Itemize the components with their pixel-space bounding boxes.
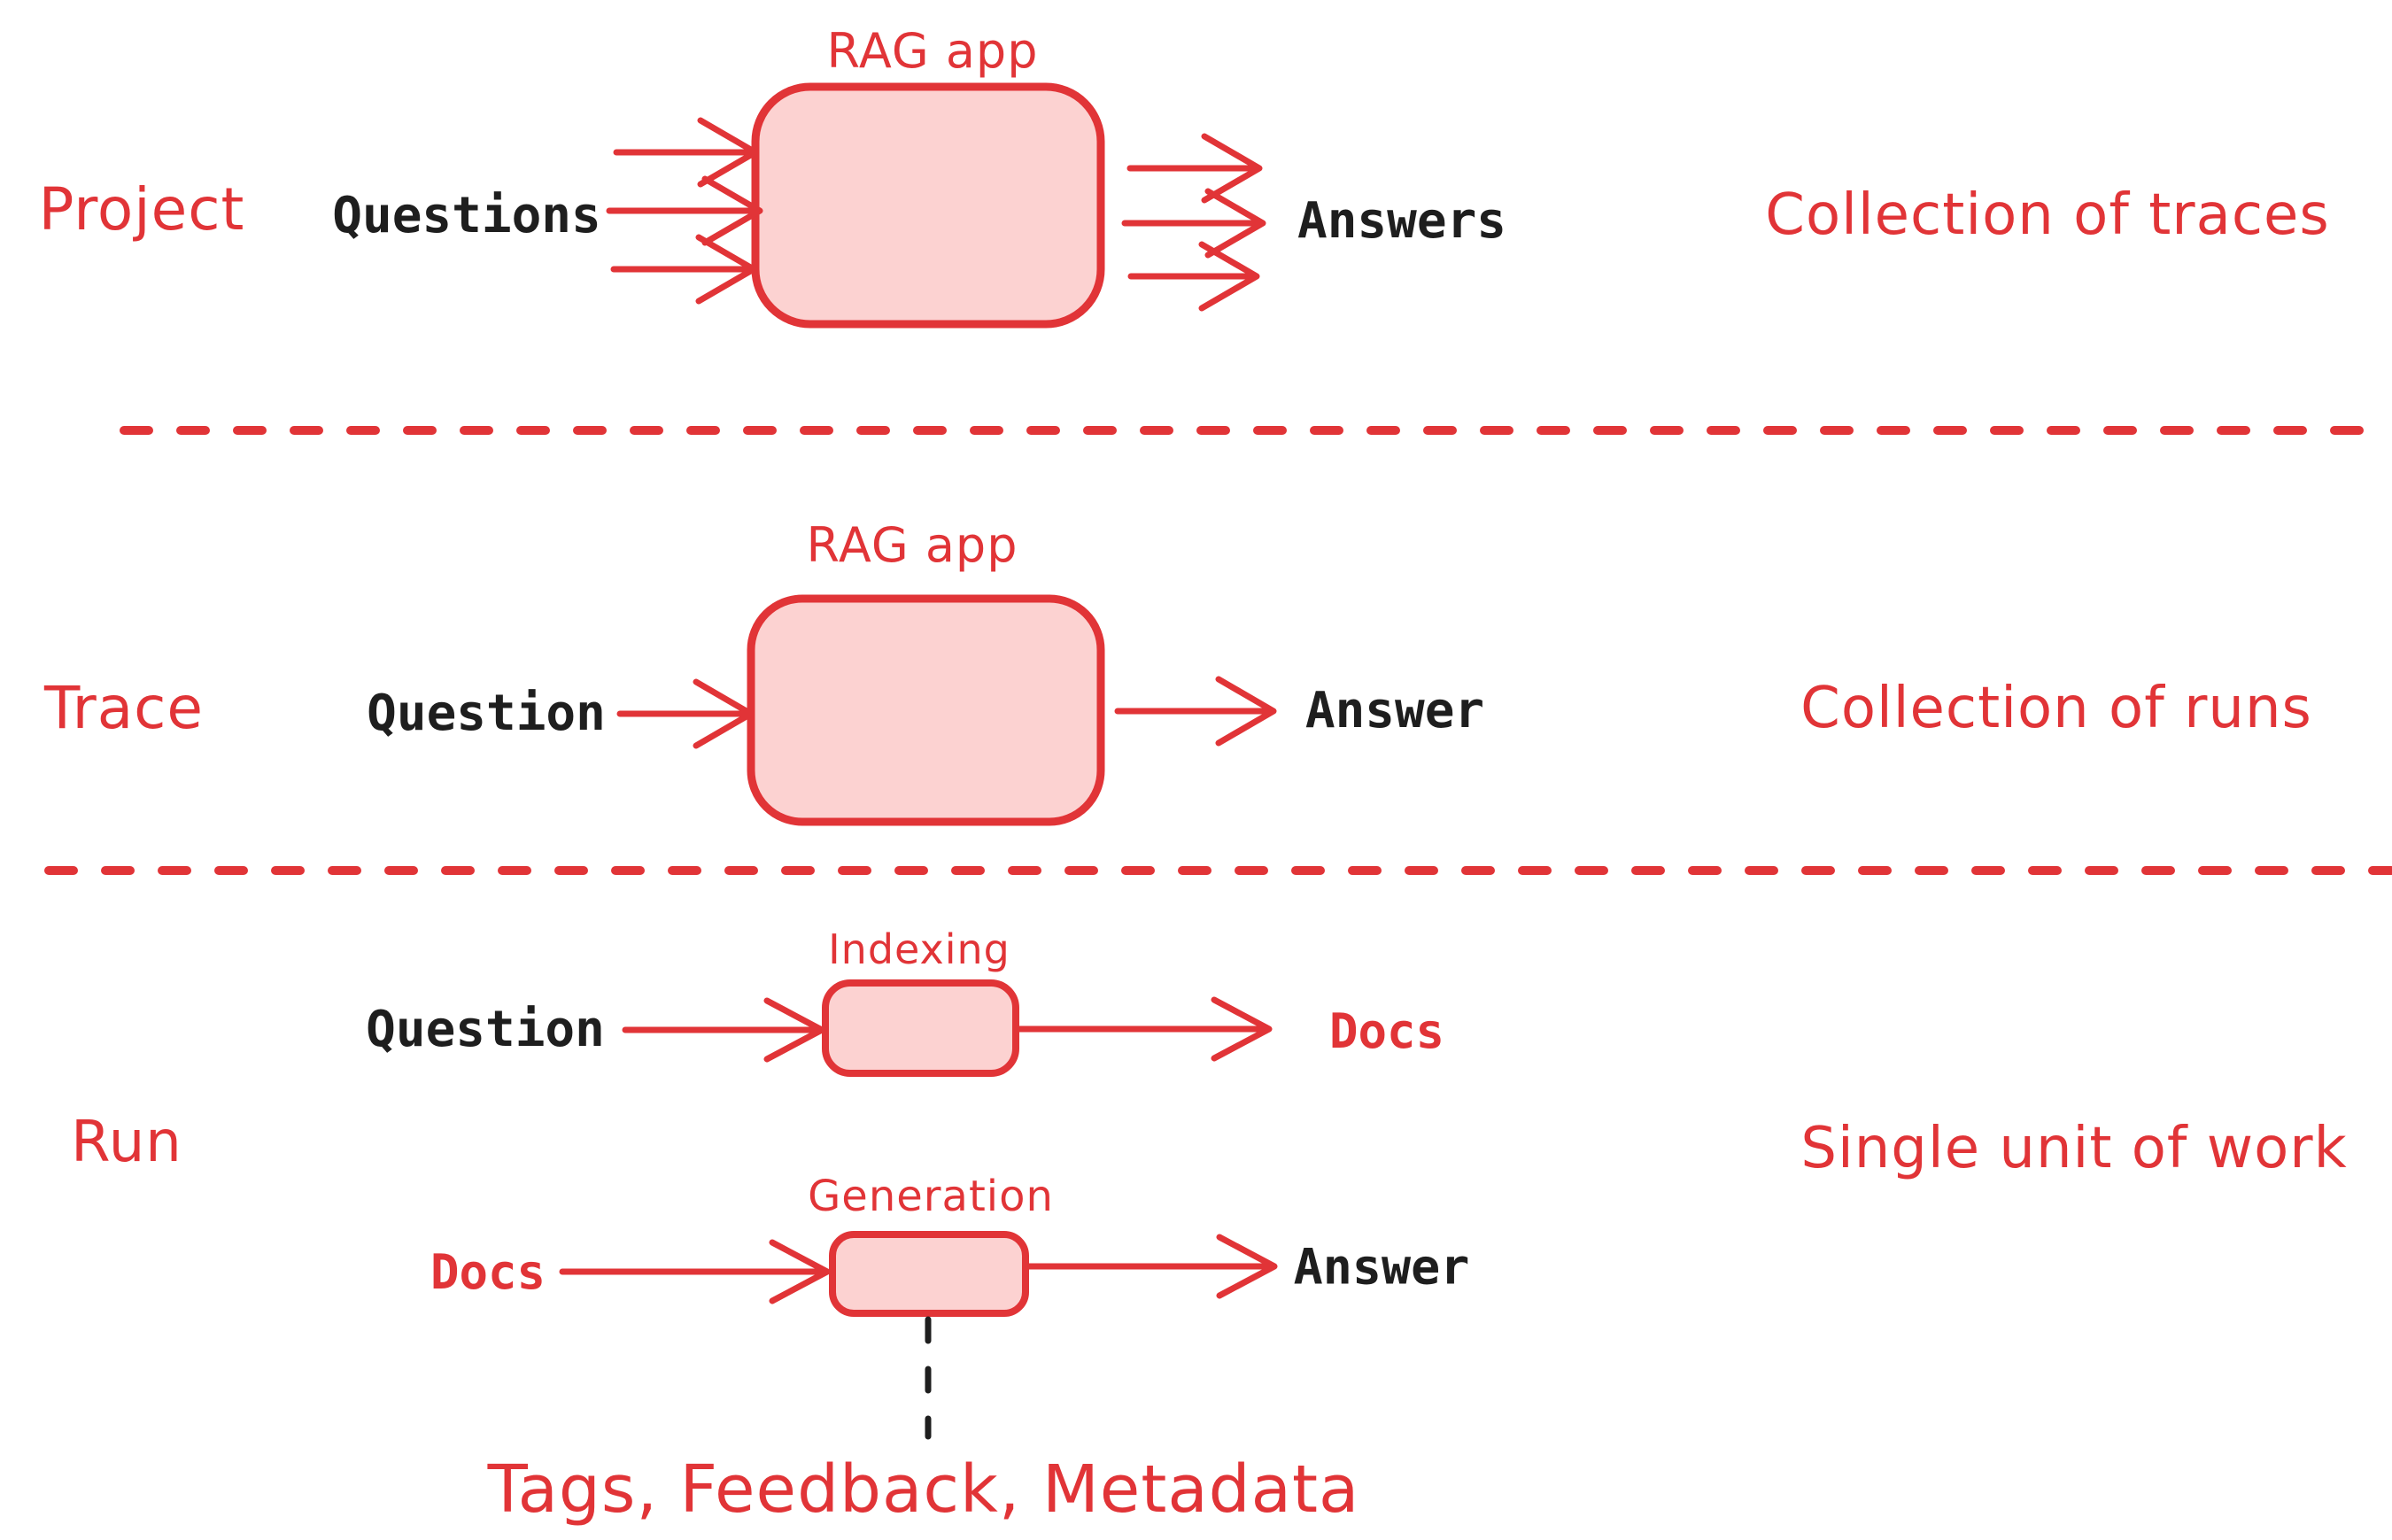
trace-out-arrow-icon [1114,676,1277,747]
run-note: Single unit of work [1800,1116,2348,1181]
project-in-arrow-3-icon [610,234,757,305]
trace-label: Trace [43,674,205,742]
project-out-arrow-1-icon [1126,133,1263,204]
project-in-arrow-1-icon [613,117,759,188]
run-generation-input-label: Docs [430,1244,546,1300]
trace-rag-app-box [747,594,1105,826]
run-indexing-box-label: Indexing [828,925,1010,973]
run-label: Run [71,1110,182,1175]
run-generation-out-arrow-icon [1026,1234,1278,1299]
project-section-art [606,82,1266,329]
run-generation-in-arrow-icon [559,1239,831,1304]
project-output-label: Answers [1297,192,1507,250]
run-indexing-input-label: Question [366,1001,605,1058]
project-rag-app-box [751,82,1105,329]
project-in-arrow-2-icon [606,175,763,246]
run-section-art [559,979,1278,1440]
trace-section-art [616,594,1277,826]
trace-box-label: RAG app [806,517,1018,573]
project-input-label: Questions [332,187,601,244]
run-generation-box [829,1231,1029,1317]
project-out-arrow-3-icon [1127,241,1260,312]
trace-note: Collection of runs [1800,676,2312,741]
run-indexing-output-label: Docs [1328,1003,1445,1059]
project-label: Project [38,175,245,244]
run-indexing-in-arrow-icon [622,997,825,1063]
project-note: Collection of traces [1765,182,2330,248]
run-indexing-out-arrow-icon [1015,996,1273,1062]
trace-input-label: Question [367,685,606,742]
trace-output-label: Answer [1304,682,1485,739]
trace-in-arrow-icon [616,678,755,749]
run-generation-output-label: Answer [1293,1238,1470,1296]
run-indexing-box [822,979,1019,1077]
run-generation-box-label: Generation [808,1172,1054,1221]
run-annotation-label: Tags, Feedback, Metadata [487,1451,1360,1528]
project-box-label: RAG app [826,23,1039,79]
project-out-arrow-2-icon [1121,188,1266,259]
